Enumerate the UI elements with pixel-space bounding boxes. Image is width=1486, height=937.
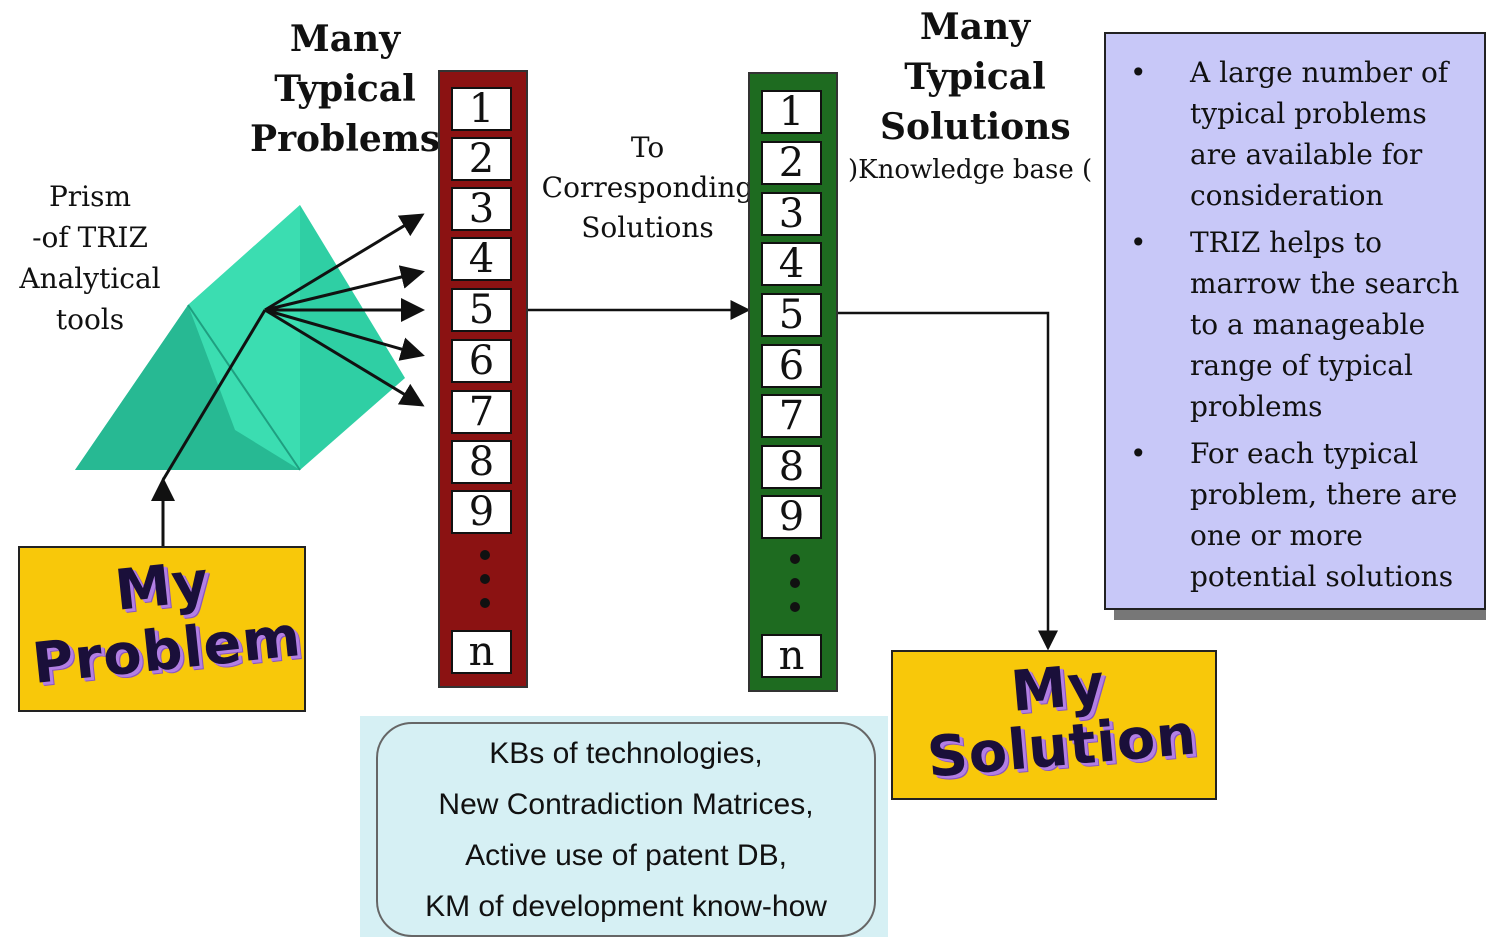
problems-heading-line-2: Typical	[274, 68, 416, 110]
my-problem-word-1: My	[111, 549, 213, 624]
info-point-2-line-2: marrow the search	[1190, 267, 1460, 300]
kb-box: KBs of technologies, New Contradiction M…	[360, 716, 888, 937]
info-point: • TRIZ helps to marrow the search to a m…	[1106, 222, 1484, 427]
problems-heading: Many Typical Problems	[250, 14, 440, 164]
solution-item: 8	[761, 445, 822, 489]
kb-line: Active use of patent DB,	[465, 839, 787, 872]
solutions-column: 1 2 3 4 5 6 7 8 9 n	[748, 72, 838, 692]
problem-item: 3	[451, 187, 512, 231]
bullet-icon: •	[1130, 56, 1147, 89]
my-solution-word-2: Solution	[924, 702, 1200, 791]
solutions-heading-line-3: Solutions	[880, 106, 1071, 148]
prism-label: Prism -of TRIZ Analytical tools	[10, 176, 170, 340]
problem-item: 5	[451, 288, 512, 332]
solutions-heading: Many Typical Solutions	[880, 2, 1071, 152]
my-problem-box: My Problem	[18, 546, 306, 712]
info-point-3-line-4: potential solutions	[1190, 560, 1454, 593]
info-point: • For each typical problem, there are on…	[1106, 433, 1484, 597]
problem-item: 1	[451, 87, 512, 131]
prism-label-line-4: tools	[55, 303, 125, 336]
bullet-icon: •	[1130, 437, 1147, 470]
problem-item: 6	[451, 339, 512, 383]
info-point-2-line-3: to a manageable	[1190, 308, 1426, 341]
info-point-1-line-3: are available for	[1190, 138, 1423, 171]
info-point-3-line-2: problem, there are	[1190, 478, 1458, 511]
my-solution-box: My Solution	[891, 650, 1217, 800]
problem-item: 9	[451, 490, 512, 534]
problem-item: 2	[451, 137, 512, 181]
solutions-heading-line-1: Many	[919, 6, 1031, 48]
solution-item-last: n	[761, 634, 822, 678]
info-point-2-line-5: problems	[1190, 390, 1323, 423]
connector-label-line-2: Corresponding	[541, 171, 754, 204]
info-point: • A large number of typical problems are…	[1106, 52, 1484, 216]
info-point-3-line-3: one or more	[1190, 519, 1363, 552]
bullet-icon: •	[1130, 226, 1147, 259]
problems-heading-line-3: Problems	[250, 118, 441, 160]
problem-item: 4	[451, 237, 512, 281]
info-point-3-line-1: For each typical	[1190, 437, 1419, 470]
solution-item: 6	[761, 344, 822, 388]
connector-label: To Corresponding Solutions	[540, 128, 755, 248]
problem-item: 8	[451, 440, 512, 484]
kb-box-border: KBs of technologies, New Contradiction M…	[376, 722, 876, 937]
solutions-heading-line-2: Typical	[904, 56, 1046, 98]
solution-item: 2	[761, 141, 822, 185]
solution-to-my-solution-arrow	[838, 311, 1058, 651]
kb-line: New Contradiction Matrices,	[438, 788, 814, 821]
prism-label-line-3: Analytical	[19, 262, 161, 295]
prism-shape	[75, 205, 405, 471]
solution-item: 4	[761, 242, 822, 286]
prism-label-line-2: -of TRIZ	[32, 221, 148, 254]
solution-item: 3	[761, 192, 822, 236]
solution-item: 5	[761, 293, 822, 337]
kb-line: KM of development know-how	[425, 890, 827, 923]
info-point-2-line-4: range of typical	[1190, 349, 1413, 382]
my-problem-word-2: Problem	[29, 604, 305, 697]
problems-column: 1 2 3 4 5 6 7 8 9 n	[438, 70, 528, 688]
info-point-1-line-1: A large number of	[1190, 56, 1449, 89]
info-point-1-line-2: typical problems	[1190, 97, 1427, 130]
info-list: • A large number of typical problems are…	[1106, 52, 1484, 597]
solution-item: 7	[761, 394, 822, 438]
problem-item: 7	[451, 390, 512, 434]
solution-ellipsis	[790, 554, 800, 626]
kb-line: KBs of technologies,	[489, 737, 763, 770]
info-box: • A large number of typical problems are…	[1104, 32, 1486, 610]
fan-arrows	[264, 213, 425, 407]
problem-item-last: n	[451, 630, 512, 674]
info-point-1-line-4: consideration	[1190, 179, 1384, 212]
problem-ellipsis	[480, 550, 490, 622]
problems-heading-line-1: Many	[289, 18, 401, 60]
solution-item: 1	[761, 90, 822, 134]
connector-label-line-1: To	[630, 131, 665, 164]
connector-label-line-3: Solutions	[581, 211, 714, 244]
solution-item: 9	[761, 495, 822, 539]
knowledge-base-label: )Knowledge base (	[848, 155, 1093, 185]
refraction-line	[161, 309, 267, 481]
prism-label-line-1: Prism	[48, 180, 132, 213]
info-point-2-line-1: TRIZ helps to	[1190, 226, 1383, 259]
